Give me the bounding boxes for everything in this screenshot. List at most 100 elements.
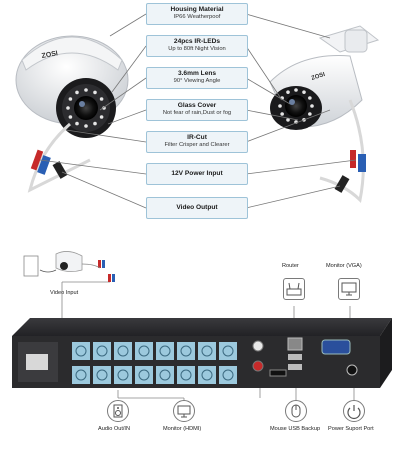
- bnc-port: [177, 342, 195, 360]
- speaker-icon: [107, 400, 129, 422]
- dome-ir-leds: [66, 88, 106, 128]
- bnc-port: [72, 366, 90, 384]
- bnc-port: [219, 366, 237, 384]
- callout-ir-leds: 24pcs IR-LEDs Up to 80ft Night Vision: [146, 35, 248, 57]
- callout-sub: Not fear of rain,Dust or fog: [162, 110, 232, 116]
- bnc-port: [93, 342, 111, 360]
- bnc-port: [114, 366, 132, 384]
- ir-led: [66, 106, 70, 110]
- mouse-icon: [285, 400, 307, 422]
- bnc-port-ring: [222, 345, 234, 357]
- hdmi-label: Monitor (HDMI): [163, 426, 202, 432]
- hdmi-port: [269, 369, 287, 377]
- callout-title: 12V Power Input: [171, 170, 223, 177]
- ir-led: [310, 104, 314, 108]
- bnc-port: [135, 366, 153, 384]
- ir-led: [84, 88, 88, 92]
- callout-title: Glass Cover: [177, 102, 217, 109]
- power-label: Power Suport Port: [328, 426, 374, 432]
- monitor-icon: [173, 400, 195, 422]
- power-icon: [343, 400, 365, 422]
- bnc-port: [198, 366, 216, 384]
- video-input-label: Video Input: [50, 290, 79, 296]
- bnc-port: [156, 366, 174, 384]
- callout-sub: 90° Viewing Angle: [173, 78, 221, 84]
- bnc-port-ring: [138, 369, 150, 381]
- callout-leaders: [39, 13, 357, 209]
- bullet-cable: [319, 99, 365, 204]
- bnc-port-ring: [117, 369, 129, 381]
- ir-led: [286, 118, 290, 122]
- callout-glass-cover: Glass Cover Not fear of rain,Dust or fog: [146, 99, 248, 121]
- ir-led: [280, 112, 284, 116]
- rca-port: [252, 340, 264, 352]
- bnc-port-ring: [75, 345, 87, 357]
- bnc-port: [135, 342, 153, 360]
- bnc-port: [93, 366, 111, 384]
- bnc-port-ring: [117, 345, 129, 357]
- bnc-port-array: [72, 342, 237, 384]
- usb-port: [288, 364, 302, 370]
- callout-power-input: 12V Power Input: [146, 163, 248, 185]
- callout-title: 24pcs IR-LEDs: [173, 38, 221, 45]
- ir-led: [68, 97, 73, 101]
- ir-led: [75, 121, 79, 126]
- monitor-icon: [338, 278, 360, 300]
- callout-title: IR-Cut: [187, 134, 207, 141]
- dome-brand-text: ZOSI: [41, 50, 58, 60]
- ir-led: [68, 115, 73, 119]
- bnc-port-ring: [138, 345, 150, 357]
- router-label: Router: [282, 263, 299, 269]
- ir-led: [278, 104, 282, 108]
- bnc-port: [72, 342, 90, 360]
- ir-led: [294, 88, 298, 92]
- ir-led: [93, 121, 97, 126]
- ir-led: [93, 90, 97, 95]
- bnc-port-ring: [180, 369, 192, 381]
- camera-illustration: ZOSI ZOSI: [15, 13, 380, 209]
- callout-title: Housing Material: [170, 6, 224, 13]
- vga-port: [321, 339, 351, 355]
- video-input-camera: [23, 251, 115, 282]
- bnc-port-ring: [201, 369, 213, 381]
- bnc-port-ring: [180, 345, 192, 357]
- dome-cable: [27, 122, 91, 193]
- lan-port: [287, 337, 303, 351]
- callout-lens: 3.6mm Lens 90° Viewing Angle: [146, 67, 248, 89]
- callout-title: 3.6mm Lens: [177, 70, 217, 77]
- ir-led: [99, 97, 104, 101]
- ir-led: [286, 90, 290, 94]
- ir-led: [75, 90, 79, 95]
- bnc-port-ring: [201, 345, 213, 357]
- power-port: [346, 364, 358, 376]
- bnc-port: [177, 366, 195, 384]
- ir-led: [308, 112, 312, 116]
- bnc-port-ring: [96, 345, 108, 357]
- callout-housing: Housing Material IP66 Weatherpoof: [146, 3, 248, 25]
- callout-ir-cut: IR-Cut Filter Crisper and Clearer: [146, 131, 248, 153]
- callout-title: Video Output: [176, 204, 218, 211]
- ir-led: [308, 96, 312, 100]
- ir-led: [99, 115, 104, 119]
- bnc-port-ring: [159, 369, 171, 381]
- ir-led: [102, 106, 106, 110]
- monitor-vga-label: Monitor (VGA): [326, 263, 362, 269]
- ir-led: [302, 90, 306, 94]
- callout-sub: Filter Crisper and Clearer: [164, 142, 230, 148]
- router-icon: [283, 278, 305, 300]
- usb-label: Mouse USB Backup: [270, 426, 321, 432]
- audio-label: Audio Out/IN: [98, 426, 131, 432]
- bullet-brand-text: ZOSI: [311, 72, 326, 82]
- bnc-port-ring: [96, 369, 108, 381]
- callout-sub: IP66 Weatherpoof: [173, 14, 221, 20]
- bnc-port: [198, 342, 216, 360]
- bnc-port-ring: [75, 369, 87, 381]
- callout-video-output: Video Output: [146, 197, 248, 219]
- callout-sub: Up to 80ft Night Vision: [168, 46, 226, 52]
- bnc-port-ring: [222, 369, 234, 381]
- bnc-port-ring: [159, 345, 171, 357]
- bnc-port: [219, 342, 237, 360]
- rca-port: [252, 360, 264, 372]
- bnc-port: [156, 342, 174, 360]
